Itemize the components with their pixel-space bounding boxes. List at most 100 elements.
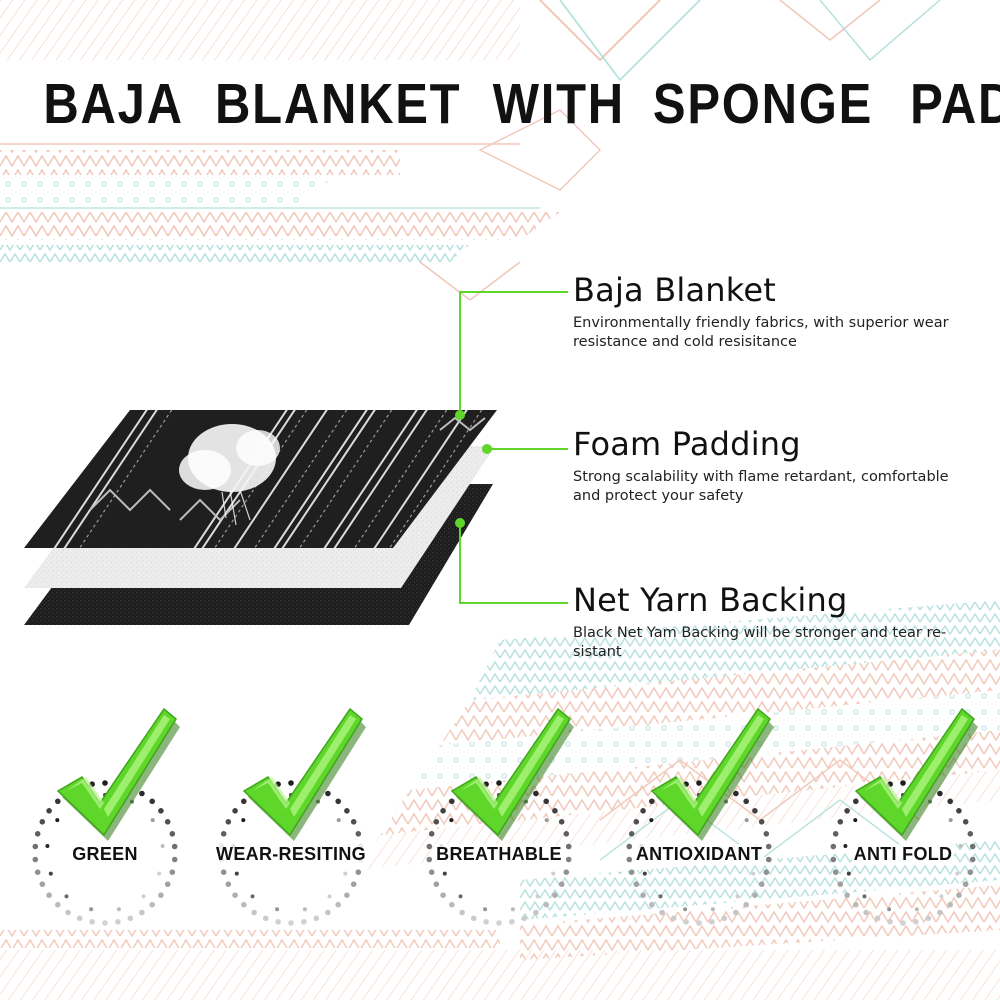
- ring-dot: [164, 881, 171, 887]
- check-mark: [650, 707, 774, 841]
- ring-dot: [34, 831, 41, 837]
- badge-label: BREATHABLE: [434, 844, 564, 864]
- ring-dot: [962, 881, 969, 887]
- ring-dot: [956, 808, 962, 814]
- ring-dot: [937, 909, 943, 916]
- ring-dot: [34, 869, 41, 875]
- ring-dot: [158, 808, 164, 814]
- feature-badge: WEAR-RESITING: [186, 705, 396, 935]
- badge-label: GREEN: [70, 844, 140, 864]
- ring-dot: [141, 894, 146, 899]
- ring-dot: [483, 907, 488, 912]
- ring-dot: [862, 894, 867, 899]
- ring-dot: [967, 831, 974, 837]
- ring-dot: [709, 919, 715, 925]
- check-mark: [56, 707, 180, 841]
- ring-dot: [733, 790, 739, 797]
- ring-dot: [958, 844, 963, 848]
- check-mark-icon: [626, 707, 774, 926]
- ring-dot: [846, 871, 851, 876]
- ring-dot: [837, 881, 844, 887]
- ring-dot: [565, 856, 572, 863]
- feature-description: Strong scalability with flame retardant,…: [573, 468, 973, 506]
- ring-dot: [683, 919, 689, 925]
- title-word: WITH: [492, 72, 625, 136]
- ring-dot: [355, 869, 362, 875]
- ring-dot: [127, 915, 134, 922]
- ring-dot: [640, 892, 646, 898]
- ring-dot: [433, 819, 440, 825]
- ring-dot: [551, 871, 556, 876]
- ring-dot: [459, 909, 465, 916]
- ring-dot: [900, 780, 906, 786]
- ring-dot: [535, 894, 540, 899]
- feature-badge: BREATHABLE: [394, 705, 604, 935]
- ring-dot: [150, 818, 155, 823]
- callout-dot: [455, 518, 465, 528]
- ring-dot: [139, 790, 145, 797]
- feature-title: Foam Padding: [573, 425, 801, 463]
- ring-dot: [830, 856, 837, 863]
- ring-dot: [710, 907, 715, 912]
- ring-dot: [220, 869, 227, 875]
- ring-dot: [234, 871, 239, 876]
- ring-dot: [628, 869, 635, 875]
- ring-dot: [558, 881, 565, 887]
- ring-dot: [470, 915, 477, 922]
- ring-dot: [262, 915, 269, 922]
- ring-dot: [275, 919, 281, 925]
- badge-label: ANTIOXIDANT: [633, 844, 765, 864]
- feature-badge: ANTI FOLD: [798, 705, 1000, 935]
- ring-dot: [48, 871, 53, 876]
- ring-dot: [335, 798, 341, 805]
- ring-dot: [533, 790, 539, 797]
- ring-dot: [102, 780, 108, 786]
- ring-dot: [649, 798, 655, 805]
- ring-dot: [350, 881, 357, 887]
- callout-dot: [455, 410, 465, 420]
- ring-dot: [55, 901, 61, 908]
- ring-dot: [751, 871, 756, 876]
- ring-dot: [649, 901, 655, 908]
- ring-dot: [853, 798, 859, 805]
- ring-dot: [543, 798, 549, 805]
- ring-dot: [552, 892, 558, 898]
- ring-dot: [969, 843, 976, 850]
- check-mark-icon: [426, 707, 574, 926]
- ring-dot: [758, 881, 765, 887]
- ring-dot: [830, 843, 837, 850]
- ring-dot: [32, 843, 39, 850]
- ring-dot: [744, 818, 749, 823]
- feature-description-line: Strong scalability with flame retardant,…: [573, 469, 949, 485]
- ring-dot: [696, 780, 702, 786]
- ring-dot: [232, 808, 238, 814]
- ring-dot: [900, 920, 906, 926]
- title-word: BAJA: [43, 72, 184, 136]
- ring-dot: [171, 856, 178, 863]
- check-mark: [242, 707, 366, 841]
- ring-dot: [55, 798, 61, 805]
- ring-dot: [743, 901, 749, 908]
- feature-badge: ANTIOXIDANT: [594, 705, 804, 935]
- ring-dot: [913, 919, 919, 925]
- ring-dot: [832, 831, 839, 837]
- ring-dot: [969, 856, 976, 863]
- ring-dot: [428, 869, 435, 875]
- ring-dot: [32, 856, 39, 863]
- ring-dot: [241, 798, 247, 805]
- ring-dot: [496, 780, 502, 786]
- ring-dot: [169, 831, 176, 837]
- ring-dot: [275, 907, 280, 912]
- feature-description-line: sistant: [573, 644, 622, 660]
- ring-dot: [350, 819, 357, 825]
- ring-dot: [433, 881, 440, 887]
- check-mark-icon: [218, 707, 366, 926]
- ring-dot: [225, 819, 232, 825]
- ring-dot: [752, 892, 758, 898]
- ring-dot: [533, 909, 539, 916]
- ring-dot: [837, 819, 844, 825]
- badge-label: WEAR-RESITING: [214, 844, 368, 864]
- ring-dot: [343, 871, 348, 876]
- ring-dot: [335, 901, 341, 908]
- feature-description: Black Net Yam Backing will be stronger a…: [573, 624, 973, 662]
